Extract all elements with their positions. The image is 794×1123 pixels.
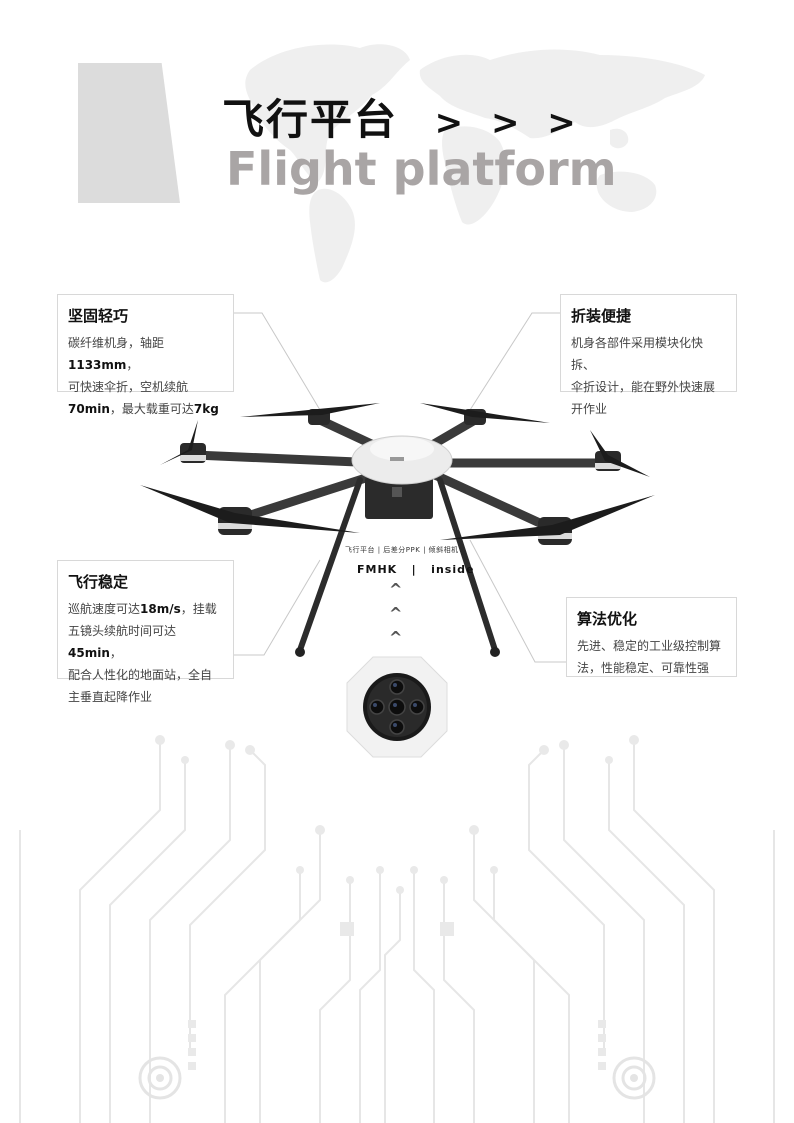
circuit-background	[19, 735, 775, 1123]
world-map-background	[245, 44, 705, 283]
page-subtitle: Flight platform	[226, 142, 617, 196]
feature-text: 机身各部件采用模块化快拆、 伞折设计，能在野外快速展 开作业	[571, 336, 716, 416]
oblique-camera-illustration	[346, 656, 448, 758]
feature-heading: 飞行稳定	[68, 573, 129, 591]
drone-small-caption: 飞行平台 | 后差分PPK | 倾斜相机	[345, 546, 459, 554]
title-chinese: 飞行平台	[222, 95, 399, 144]
feature-box-sturdy: 坚固轻巧 碳纤维机身，轴距1133mm， 可快速伞折，空机续航 70min，最大…	[57, 294, 234, 416]
feature-heading: 算法优化	[577, 610, 638, 628]
feature-heading: 坚固轻巧	[68, 307, 129, 325]
drone-brand-caption: FMHK | inside	[357, 563, 475, 576]
page-title: 飞行平台 > > >	[222, 86, 584, 147]
title-arrows: > > >	[434, 103, 584, 143]
feature-box-folding: 折装便捷 机身各部件采用模块化快拆、 伞折设计，能在野外快速展 开作业	[560, 294, 737, 416]
feature-text: 先进、稳定的工业级控制算 法，性能稳定、可靠性强	[577, 639, 722, 675]
chevron-up-icon: ^	[389, 604, 403, 623]
title-accent-block	[78, 63, 180, 203]
feature-heading: 折装便捷	[571, 307, 632, 325]
feature-text: 碳纤维机身，轴距1133mm， 可快速伞折，空机续航 70min，最大载重可达7…	[68, 336, 219, 416]
feature-text: 巡航速度可达18m/s，挂载 五镜头续航时间可达45min， 配合人性化的地面站…	[68, 602, 217, 704]
feature-box-algorithm: 算法优化 先进、稳定的工业级控制算 法，性能稳定、可靠性强	[566, 597, 737, 677]
hexacopter-drone-illustration	[140, 403, 655, 657]
chevron-up-icon: ^	[389, 628, 403, 647]
leader-lines	[234, 312, 566, 663]
chevron-up-icon: ^	[389, 580, 403, 599]
feature-box-stable-flight: 飞行稳定 巡航速度可达18m/s，挂载 五镜头续航时间可达45min， 配合人性…	[57, 560, 234, 704]
